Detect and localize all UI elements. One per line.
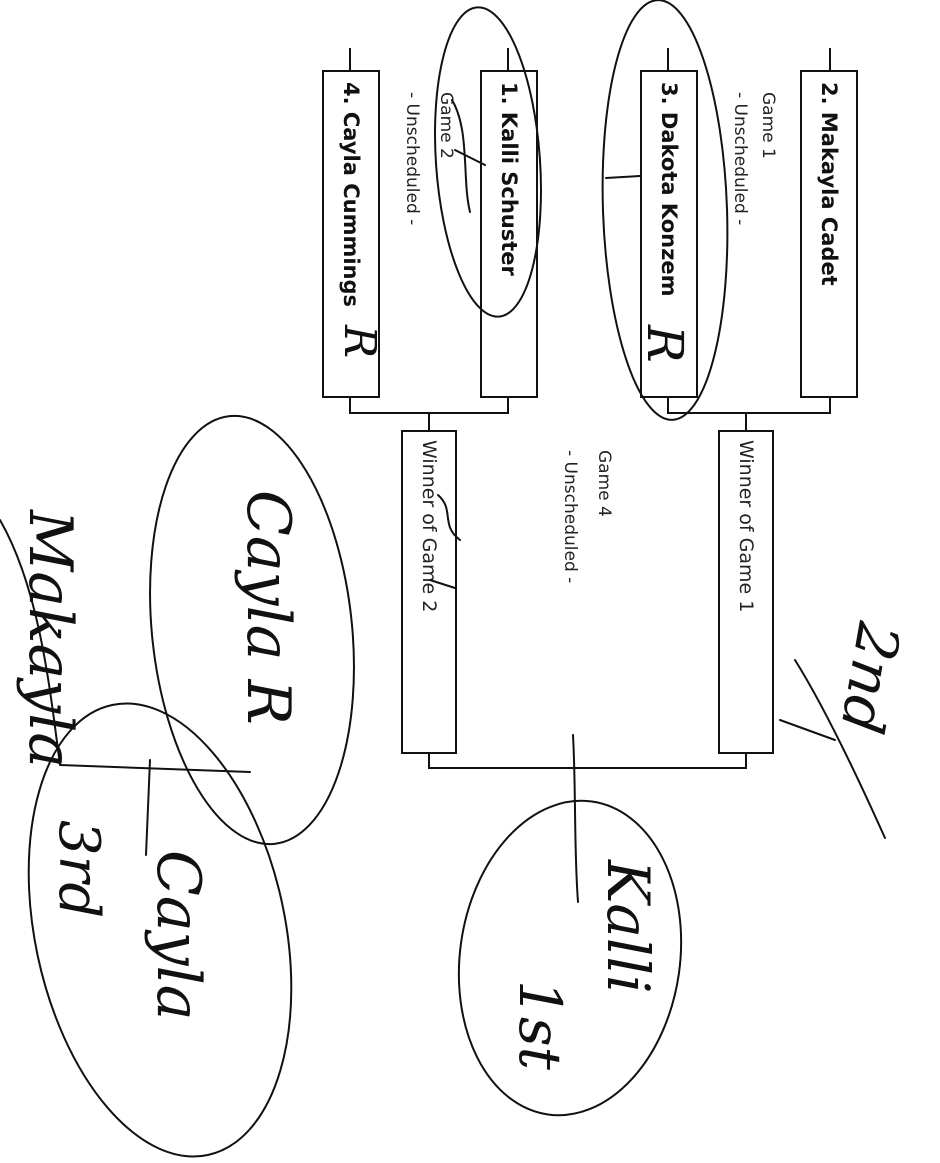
game2-title: Game 2 (436, 92, 456, 159)
connector-game1-down (745, 412, 747, 432)
connector-game2-left (349, 396, 351, 414)
game1-title: Game 1 (758, 92, 778, 159)
player-name: 3. Dakota Konzem (657, 82, 681, 297)
dash-mark (605, 175, 641, 179)
handwritten-cayla: Cayla (143, 850, 213, 1021)
makayla-underline (0, 519, 251, 773)
connector-top-makayla (829, 48, 831, 72)
player-name: 4. Cayla Cummings (339, 82, 363, 308)
connector-game2-right (507, 396, 509, 414)
player-box-cayla: 4. Cayla Cummings (322, 70, 380, 398)
handwritten-2nd: 2nd (827, 617, 913, 739)
connector-top-kalli (507, 48, 509, 72)
handwritten-makayla: Makayla (15, 509, 85, 768)
circle-cayla-r (149, 414, 355, 846)
player-name: 1. Kalli Schuster (497, 82, 521, 276)
circle-kalli-1st (457, 799, 683, 1117)
game4-status: - Unscheduled - (560, 450, 580, 584)
connector-game2-down (428, 412, 430, 432)
winner-box-game2: Winner of Game 2 (401, 430, 457, 754)
cayla-underline (145, 759, 151, 856)
connector-game1-bar (667, 412, 831, 414)
handwritten-1st: 1st (506, 980, 574, 1071)
circle-cayla-3rd (27, 702, 293, 1158)
player-box-dakota: 3. Dakota Konzem (640, 70, 698, 398)
winner-box-game1: Winner of Game 1 (718, 430, 774, 754)
player-box-kalli: 1. Kalli Schuster (480, 70, 538, 398)
handwritten-kalli: Kalli (594, 859, 662, 994)
connector-final-bar (428, 767, 747, 769)
connector-final-right (745, 752, 747, 769)
connector-final-left (428, 752, 430, 769)
strike-winner-g1-b (779, 719, 836, 741)
connector-top-dakota (667, 48, 669, 72)
winner-line (572, 734, 579, 903)
strike-winner-g1 (794, 659, 886, 839)
player-box-makayla: 2. Makayla Cadet (800, 70, 858, 398)
game4-title: Game 4 (594, 450, 614, 517)
game1-status: - Unscheduled - (730, 92, 750, 226)
winner-slot-label: Winner of Game 2 (418, 440, 440, 613)
connector-game1-right (829, 396, 831, 414)
game2-status: - Unscheduled - (402, 92, 422, 226)
handwritten-3rd: 3rd (46, 820, 111, 918)
winner-slot-label: Winner of Game 1 (735, 440, 757, 613)
handwritten-cayla-r: Cayla R (233, 490, 303, 725)
connector-top-cayla (349, 48, 351, 72)
player-name: 2. Makayla Cadet (817, 82, 841, 286)
